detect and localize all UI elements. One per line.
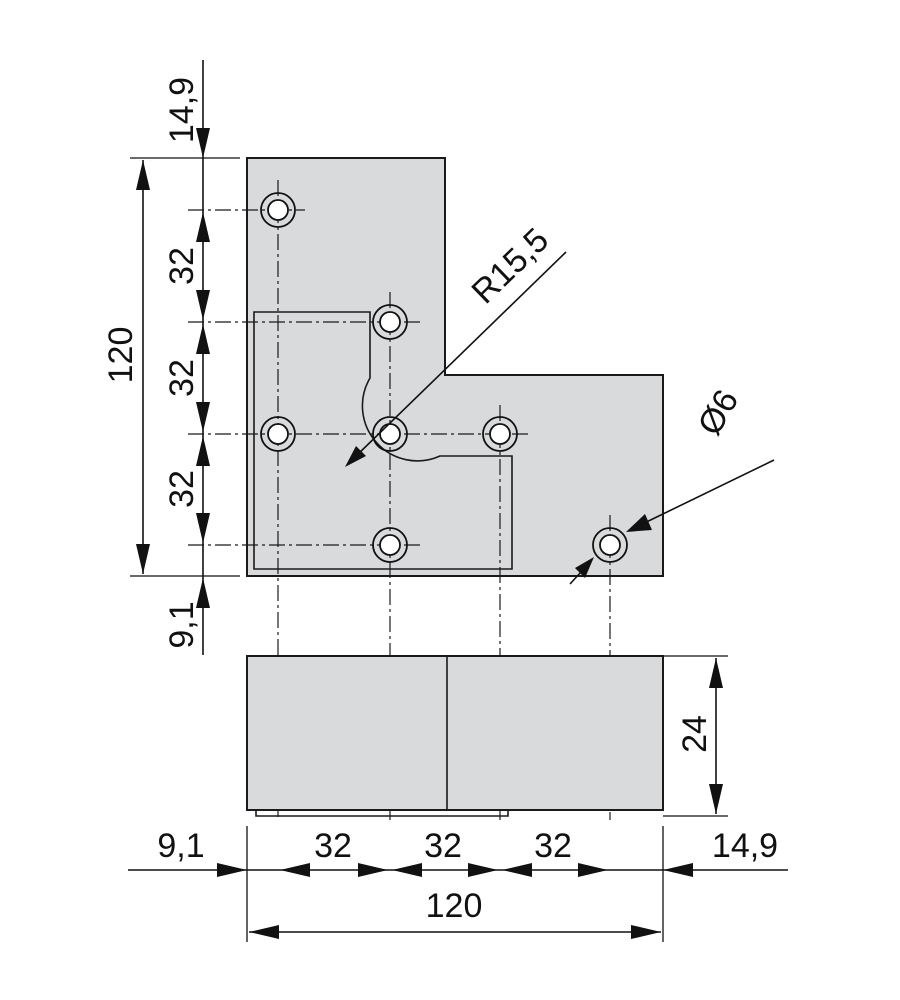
dim-label-bottom-right-offset: 14,9 — [712, 827, 778, 865]
dim-label-top-offset: 14,9 — [163, 77, 201, 143]
dim-label-bottom-pitch-3: 32 — [534, 827, 572, 865]
dim-label-pitch-2: 32 — [163, 359, 201, 397]
radius-leader — [345, 251, 567, 467]
hole — [592, 527, 628, 563]
dim-label-pitch-1: 32 — [163, 247, 201, 285]
vertical-dimensions — [130, 60, 240, 655]
diameter-leader — [569, 459, 775, 585]
hole — [260, 192, 296, 228]
dim-label-radius: R15,5 — [465, 221, 557, 311]
mounting-holes — [260, 192, 628, 563]
hidden-cavity-outline — [253, 311, 513, 570]
hole — [260, 416, 296, 452]
side-view — [246, 655, 728, 817]
hole — [482, 416, 518, 452]
horizontal-dimensions — [128, 826, 788, 942]
dim-label-bottom-pitch-2: 32 — [424, 827, 462, 865]
top-view-outline — [246, 157, 664, 577]
top-view — [188, 157, 775, 820]
dim-label-total-height: 120 — [102, 327, 140, 384]
dim-label-thickness: 24 — [676, 715, 714, 753]
hole — [372, 416, 408, 452]
side-view-body — [246, 655, 664, 811]
dim-label-total-width: 120 — [426, 887, 483, 925]
hole — [372, 527, 408, 563]
dim-label-bottom-left-offset: 9,1 — [157, 827, 204, 865]
dim-label-hole-diameter: Ø6 — [691, 383, 747, 441]
dim-label-bottom-offset: 9,1 — [163, 601, 201, 648]
hole — [372, 304, 408, 340]
dim-label-pitch-3: 32 — [163, 470, 201, 508]
dim-label-bottom-pitch-1: 32 — [314, 827, 352, 865]
